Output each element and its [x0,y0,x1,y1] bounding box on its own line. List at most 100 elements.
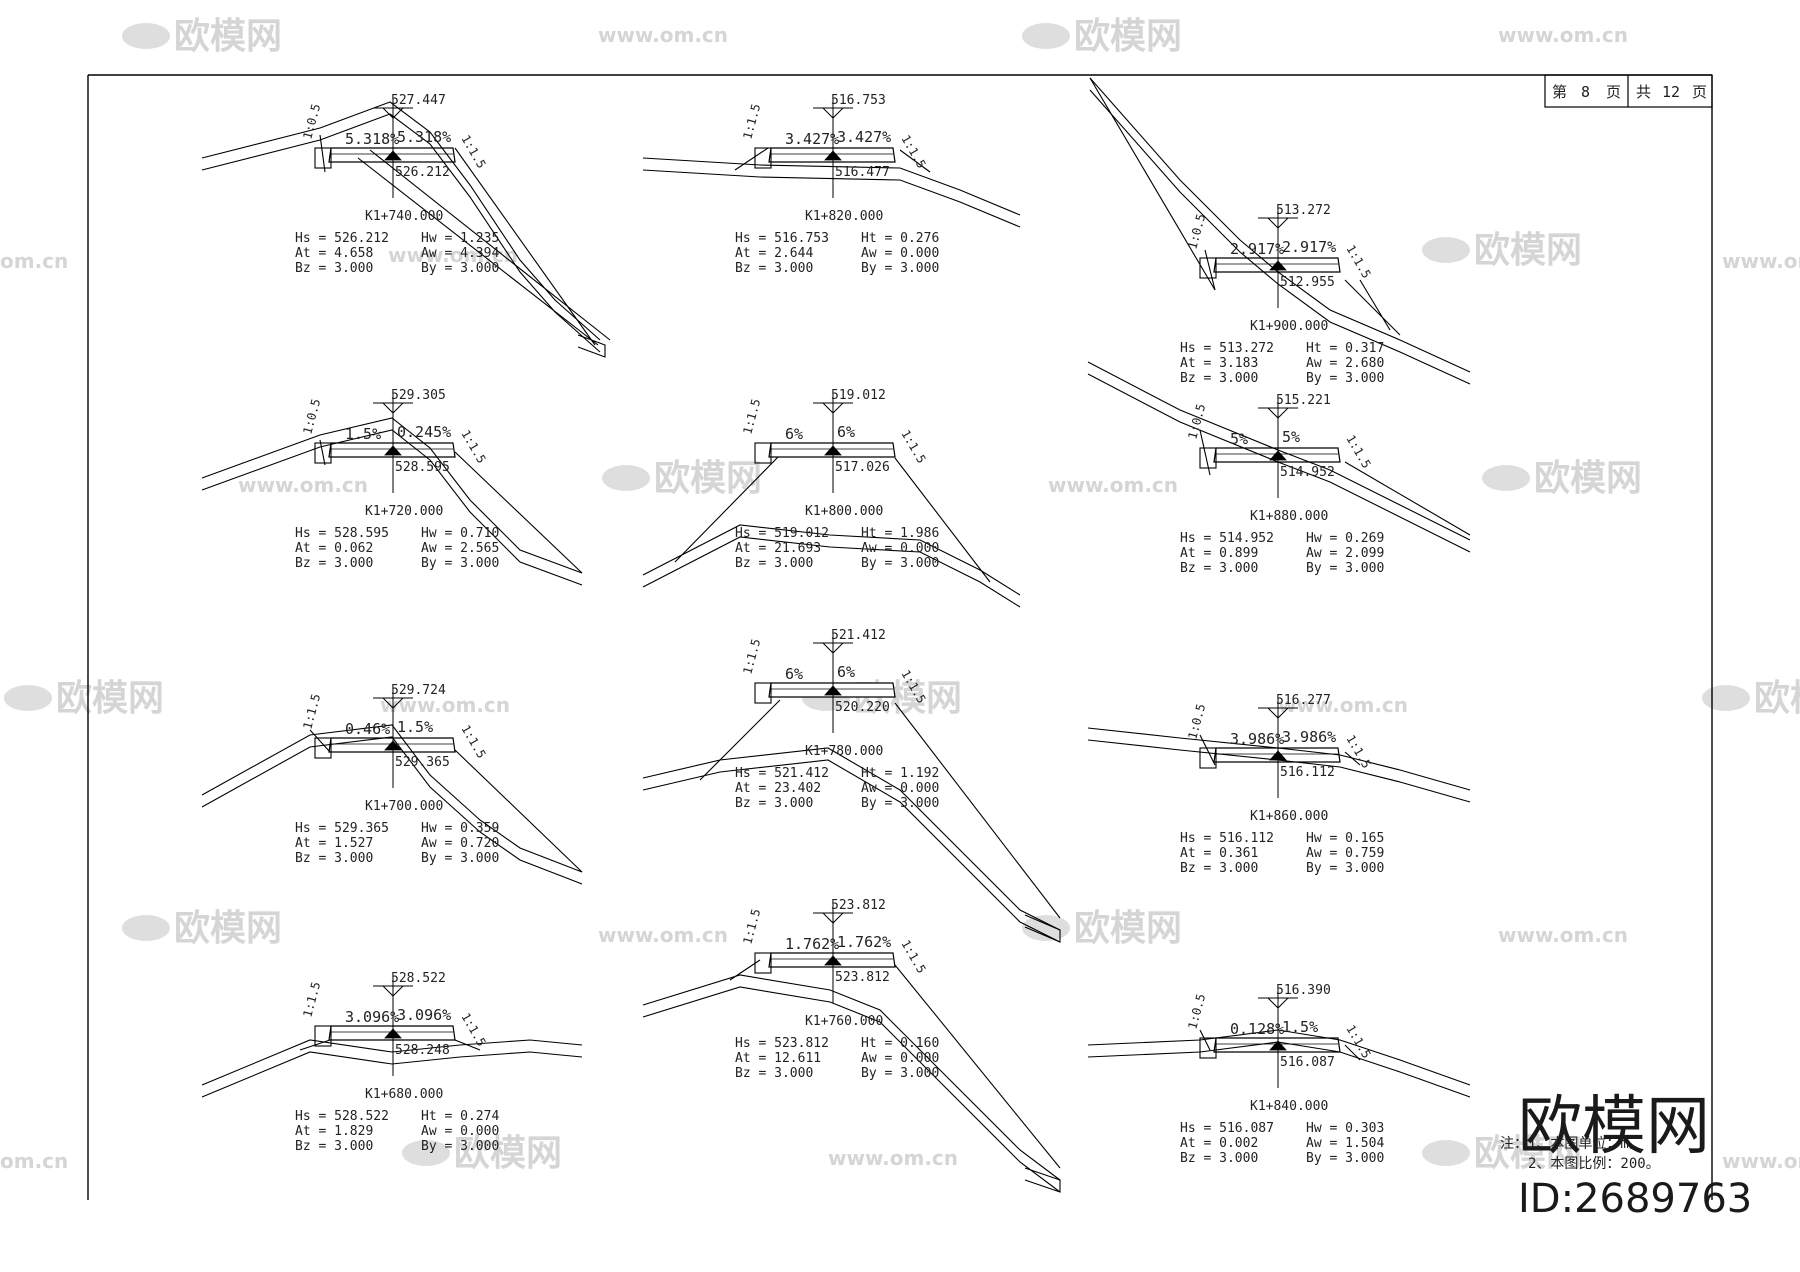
param-right: Ht = 0.274 [421,1109,499,1124]
total-number: 12 [1662,83,1680,101]
param-right: By = 3.000 [1306,861,1384,876]
top-elevation-label: 529.305 [391,388,446,403]
param-left: Bz = 3.000 [295,556,373,571]
watermark-url-text: om.cn [0,249,68,273]
param-right: Aw = 2.099 [1306,546,1384,561]
param-left: At = 4.658 [295,246,373,261]
cross-section-k1860: 516.277516.1123.986%3.986%1:0.51:1.5K1+8… [1087,693,1471,876]
param-left: At = 1.527 [295,836,373,851]
bottom-elevation-label: 516.087 [1280,1055,1335,1070]
side-slope-right [369,149,611,341]
top-elevation-label: 516.390 [1276,983,1331,998]
bottom-elevation-label: 516.112 [1280,765,1335,780]
corner-brand-text: 欧模网 [1518,1090,1710,1164]
cut-ratio-left: 1:0.5 [1185,702,1208,741]
param-right: Aw = 0.000 [861,781,939,796]
ground-line [642,157,1021,216]
side-ditch [314,147,332,169]
notes: 注：1、本图单位：m。 2、本图比例：200。 [1500,1136,1660,1172]
param-right: Aw = 0.000 [421,1124,499,1139]
ground-line-lower [1087,373,1471,553]
side-slope-left [734,147,769,171]
watermark-brand-text: 欧模网 [654,458,762,499]
param-left: Bz = 3.000 [295,851,373,866]
slope-right-label: 6% [837,423,855,441]
road-deck [328,1025,456,1041]
param-left: Hs = 516.087 [1180,1121,1274,1136]
station-label: K1+800.000 [805,504,883,519]
side-ditch [1199,1037,1217,1059]
param-left: Bz = 3.000 [295,261,373,276]
design-point-icon [384,150,402,161]
design-point-icon [384,445,402,456]
watermark-brand: 欧模网 [1022,908,1182,949]
top-elevation-label: 521.412 [831,628,886,643]
param-left: Hs = 528.522 [295,1109,389,1124]
slope-right-label: 2.917% [1282,238,1336,256]
design-point-icon [384,1028,402,1039]
ground-line-lower [1089,89,1471,385]
watermark-url-text: www.om.cn [1498,923,1628,947]
page-number-box: 第 8 页 共 12 页 [1544,74,1713,108]
design-point-icon [824,150,842,161]
param-left: Hs = 519.012 [735,526,829,541]
param-right: Aw = 0.759 [1306,846,1384,861]
param-left: At = 23.402 [735,781,821,796]
slope-right-label: 5% [1282,428,1300,446]
side-slope-right [454,1039,481,1051]
cut-ratio-right: 1:1.5 [1343,433,1373,471]
cut-ratio-right: 1:1.5 [1343,243,1373,281]
cut-ratio-left: 1:1.5 [740,907,763,946]
watermark-brand: 欧模网 [4,678,164,719]
watermark-logo-icon [1422,1140,1470,1166]
cross-section-k1820: 516.753516.4773.427%3.427%1:1.51:1.5K1+8… [642,93,1021,276]
param-left: Bz = 3.000 [735,556,813,571]
top-elevation-label: 516.277 [1276,693,1331,708]
cut-ratio-left: 1:0.5 [300,102,323,141]
bottom-elevation-label: 528.595 [395,460,450,475]
watermark-logo-icon [1022,915,1070,941]
side-slope-left [1199,734,1216,766]
param-right: Hw = 0.710 [421,526,499,541]
road-deck [768,147,896,163]
bottom-elevation-label: 514.952 [1280,465,1335,480]
cut-ratio-left: 1:0.5 [1185,992,1208,1031]
param-left: At = 2.644 [735,246,813,261]
ground-line [201,417,583,574]
side-slope-left [1089,77,1216,291]
top-elevation-label: 515.221 [1276,393,1331,408]
side-slope-right [894,964,1061,1169]
top-elevation-label: 513.272 [1276,203,1331,218]
watermark-brand: 欧模网 [602,458,762,499]
cut-ratio-left: 1:0.5 [300,397,323,436]
design-point-icon [1269,260,1287,271]
param-right: Ht = 0.160 [861,1036,939,1051]
station-label: K1+700.000 [365,799,443,814]
station-label: K1+840.000 [1250,1099,1328,1114]
slope-left-label: 2.917% [1230,240,1284,258]
slope-right-label: 6% [837,663,855,681]
param-left: Hs = 516.112 [1180,831,1274,846]
station-label: K1+880.000 [1250,509,1328,524]
param-right: Aw = 0.000 [861,1051,939,1066]
slope-left-label: 6% [785,665,803,683]
side-slope-right [1344,751,1361,766]
bottom-elevation-label: 529.365 [395,755,450,770]
top-elevation-label: 528.522 [391,971,446,986]
slope-left-label: 3.986% [1230,730,1284,748]
param-left: Bz = 3.000 [295,1139,373,1154]
param-right: Aw = 2.565 [421,541,499,556]
watermark-brand-text: 欧模网 [1474,230,1582,271]
corner-watermark: 欧模网 ID:2689763 [1518,1090,1752,1222]
slope-right-label: 3.096% [397,1006,451,1024]
toe-ditch [1024,1167,1061,1193]
road-deck [1213,747,1341,763]
watermark-logo-icon [122,23,170,49]
watermark-url-text: www.om.cn [1722,249,1800,273]
station-label: K1+820.000 [805,209,883,224]
param-right: By = 3.000 [861,1066,939,1081]
top-elevation-label: 529.724 [391,683,446,698]
watermark-brand-text: 欧模网 [56,678,164,719]
watermark-brand: 欧模网 [122,908,282,949]
